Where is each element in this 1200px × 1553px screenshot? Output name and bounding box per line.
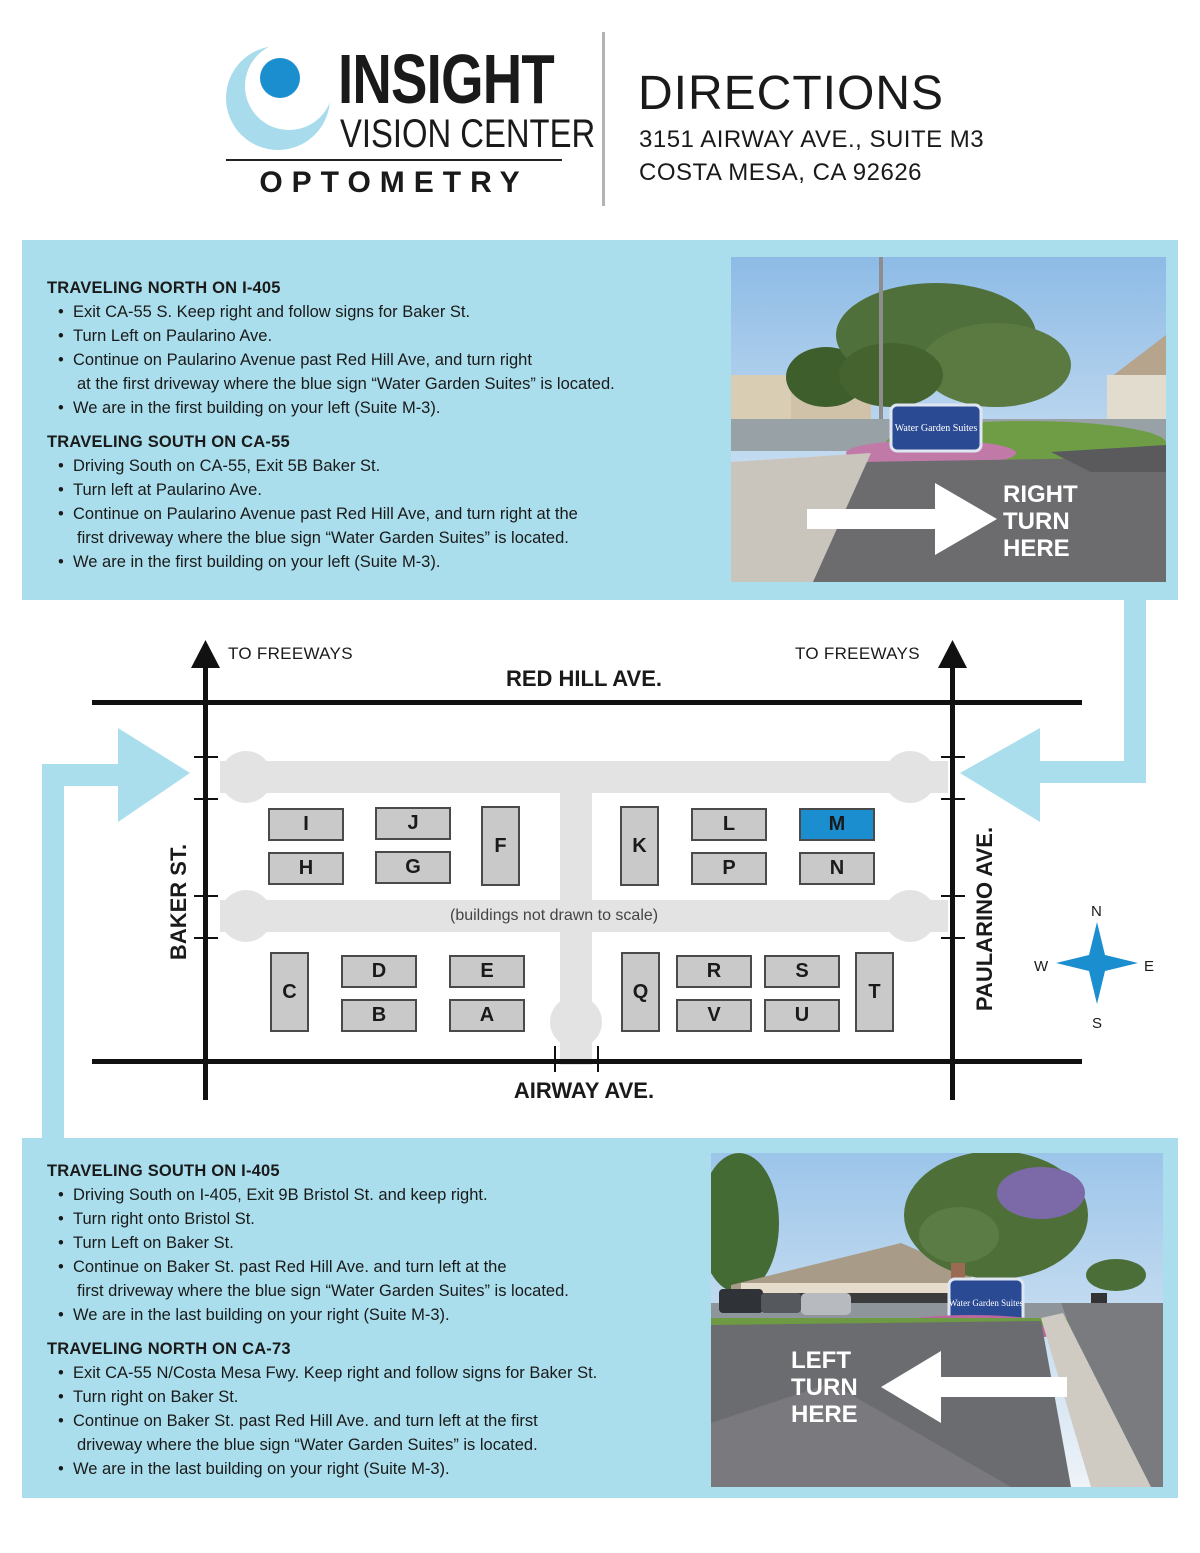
compass-south: S bbox=[1092, 1015, 1103, 1032]
direction-step-continued: first driveway where the blue sign “Wate… bbox=[77, 1281, 569, 1300]
to-freeways-right: TO FREEWAYS bbox=[795, 644, 920, 663]
building-n: N bbox=[799, 852, 875, 885]
logo-mark-icon bbox=[222, 42, 334, 156]
direction-step: •We are in the first building on your le… bbox=[58, 398, 441, 417]
building-r: R bbox=[676, 955, 752, 988]
brand-subtitle: VISION CENTER bbox=[340, 112, 596, 156]
building-s: S bbox=[764, 955, 840, 988]
direction-step-continued: first driveway where the blue sign “Wate… bbox=[77, 528, 569, 547]
direction-step: •Driving South on CA-55, Exit 5B Baker S… bbox=[58, 456, 381, 475]
direction-step: •Continue on Paularino Avenue past Red H… bbox=[58, 350, 532, 369]
direction-step: •Exit CA-55 N/Costa Mesa Fwy. Keep right… bbox=[58, 1363, 598, 1382]
building-l: L bbox=[691, 808, 767, 841]
section-title: TRAVELING NORTH ON I-405 bbox=[47, 279, 281, 297]
street-red-hill: RED HILL AVE. bbox=[505, 666, 663, 691]
left-arrow-icon bbox=[881, 1351, 1067, 1428]
building-j: J bbox=[375, 807, 451, 840]
building-e: E bbox=[449, 955, 525, 988]
compass-rose-icon bbox=[1056, 922, 1138, 1004]
building-b: B bbox=[341, 999, 417, 1032]
route-connector-right bbox=[1124, 599, 1146, 783]
route-connector-left-horizontal bbox=[42, 764, 122, 786]
right-turn-photo: Water Garden Suites RIGHT TURN HERE bbox=[731, 257, 1166, 582]
section-title: TRAVELING NORTH ON CA-73 bbox=[47, 1340, 291, 1358]
compass-west: W bbox=[1034, 958, 1049, 975]
direction-step: •Continue on Baker St. past Red Hill Ave… bbox=[58, 1257, 507, 1276]
header-divider bbox=[602, 32, 605, 206]
direction-step: •Driving South on I-405, Exit 9B Bristol… bbox=[58, 1185, 488, 1204]
campus-map: TO FREEWAYS TO FREEWAYS RED HILL AVE. AI… bbox=[0, 630, 1200, 1110]
direction-step: •We are in the last building on your rig… bbox=[58, 1305, 450, 1324]
building-m: M bbox=[799, 808, 875, 841]
brand-tagline: OPTOMETRY bbox=[259, 166, 529, 199]
direction-step: •Continue on Baker St. past Red Hill Ave… bbox=[58, 1411, 538, 1430]
route-connector-left bbox=[42, 764, 64, 1144]
address-line-1: 3151 AIRWAY AVE., SUITE M3 bbox=[639, 126, 985, 153]
brand-rule bbox=[226, 159, 562, 161]
direction-step-continued: at the first driveway where the blue sig… bbox=[77, 374, 615, 393]
top-directions: TRAVELING NORTH ON I-405 •Exit CA-55 S. … bbox=[47, 280, 727, 570]
direction-step: •Turn Left on Paularino Ave. bbox=[58, 326, 273, 345]
building-k: K bbox=[620, 806, 659, 886]
right-turn-callout: RIGHT TURN HERE bbox=[1003, 481, 1078, 562]
building-t: T bbox=[855, 952, 894, 1032]
building-u: U bbox=[764, 999, 840, 1032]
bottom-directions: TRAVELING SOUTH ON I-405 •Driving South … bbox=[47, 1163, 727, 1477]
section-title: TRAVELING SOUTH ON I-405 bbox=[47, 1162, 280, 1180]
direction-step-continued: driveway where the blue sign “Water Gard… bbox=[77, 1435, 538, 1454]
street-baker: BAKER ST. bbox=[166, 843, 191, 961]
compass-north: N bbox=[1091, 903, 1102, 920]
building-f: F bbox=[481, 806, 520, 886]
page-title: DIRECTIONS bbox=[638, 67, 945, 120]
water-garden-sign: Water Garden Suites bbox=[949, 1298, 1024, 1308]
direction-step: •Turn left at Paularino Ave. bbox=[58, 480, 262, 499]
direction-step: •We are in the first building on your le… bbox=[58, 552, 441, 571]
water-garden-sign: Water Garden Suites bbox=[895, 423, 978, 434]
scale-note: (buildings not drawn to scale) bbox=[450, 907, 659, 924]
direction-step: •Continue on Paularino Avenue past Red H… bbox=[58, 504, 578, 523]
to-freeways-left: TO FREEWAYS bbox=[228, 644, 353, 663]
address-line-2: COSTA MESA, CA 92626 bbox=[639, 159, 923, 186]
street-airway: AIRWAY AVE. bbox=[513, 1078, 655, 1103]
building-g: G bbox=[375, 851, 451, 884]
street-paularino: PAULARINO AVE. bbox=[972, 826, 997, 1012]
right-arrow-icon bbox=[807, 483, 997, 560]
direction-step: •Turn right onto Bristol St. bbox=[58, 1209, 255, 1228]
brand-name: INSIGHT bbox=[338, 40, 555, 118]
direction-step: •Turn Left on Baker St. bbox=[58, 1233, 234, 1252]
building-q: Q bbox=[621, 952, 660, 1032]
direction-step: •Exit CA-55 S. Keep right and follow sig… bbox=[58, 302, 471, 321]
section-title: TRAVELING SOUTH ON CA-55 bbox=[47, 433, 290, 451]
direction-step: •Turn right on Baker St. bbox=[58, 1387, 239, 1406]
route-connector-right-horizontal bbox=[1036, 761, 1146, 783]
left-turn-callout: LEFT TURN HERE bbox=[791, 1347, 858, 1428]
compass-east: E bbox=[1144, 958, 1155, 975]
building-d: D bbox=[341, 955, 417, 988]
direction-step: •We are in the last building on your rig… bbox=[58, 1459, 450, 1478]
building-p: P bbox=[691, 852, 767, 885]
building-i: I bbox=[268, 808, 344, 841]
building-v: V bbox=[676, 999, 752, 1032]
building-h: H bbox=[268, 852, 344, 885]
building-a: A bbox=[449, 999, 525, 1032]
left-turn-photo: Water Garden Suites LEFT TURN HERE bbox=[711, 1153, 1163, 1487]
building-c: C bbox=[270, 952, 309, 1032]
